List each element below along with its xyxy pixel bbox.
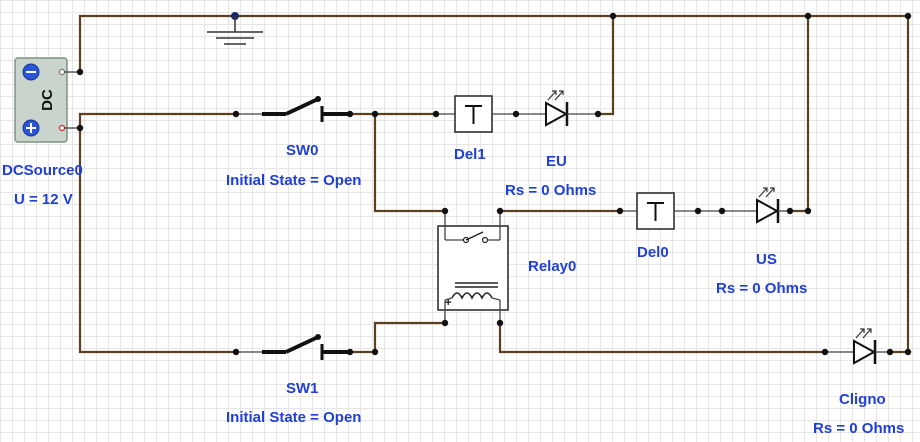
led-eu[interactable]: [516, 90, 598, 127]
relay0[interactable]: +: [437, 211, 509, 323]
del0-name: Del0: [637, 244, 669, 261]
delay-del0[interactable]: [620, 192, 698, 230]
dc-source-voltage: U = 12 V: [14, 191, 73, 208]
us-rs: Rs = 0 Ohms: [716, 280, 808, 297]
del1-name: Del1: [454, 146, 486, 163]
relay0-name: Relay0: [528, 258, 577, 275]
delay-del1[interactable]: [436, 95, 516, 133]
cligno-name: Cligno: [839, 391, 886, 408]
sw1-name: SW1: [286, 380, 319, 397]
sw0-state: Initial State = Open: [226, 172, 362, 189]
junction-nodes: [76, 12, 912, 356]
sw0-name: SW0: [286, 142, 319, 159]
dc-source-name: DCSource0: [2, 162, 83, 179]
sw1-state: Initial State = Open: [226, 409, 362, 426]
relay-coil-plus: +: [445, 297, 451, 309]
led-cligno[interactable]: [825, 328, 890, 365]
eu-name: EU: [546, 153, 567, 170]
ground-symbol[interactable]: [207, 12, 263, 45]
cligno-rs: Rs = 0 Ohms: [813, 420, 905, 437]
eu-rs: Rs = 0 Ohms: [505, 182, 597, 199]
switch-sw1[interactable]: [236, 334, 350, 360]
dc-body-label: DC: [39, 89, 56, 111]
switch-sw0[interactable]: [236, 96, 350, 122]
us-name: US: [756, 251, 777, 268]
led-us[interactable]: [698, 187, 790, 224]
dc-source[interactable]: DC: [14, 57, 80, 143]
